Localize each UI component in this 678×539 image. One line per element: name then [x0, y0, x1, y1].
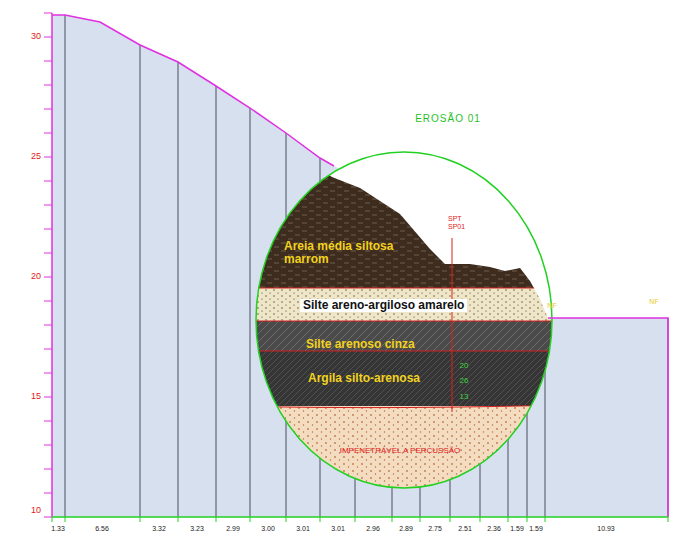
section-line: [65, 15, 66, 517]
y-tick: [44, 205, 52, 206]
dimension: 1.59: [510, 525, 524, 533]
section-line: [250, 108, 251, 517]
x-tick: [320, 517, 321, 522]
layer-name: Silte arenoso cinza: [306, 338, 415, 351]
y-tick: [44, 397, 52, 398]
x-tick: [65, 517, 66, 522]
x-axis: [52, 516, 668, 518]
grey-silt-layer: [230, 321, 600, 351]
y-tick: [44, 445, 52, 446]
y-tick: [44, 37, 52, 38]
dimension: 3.01: [296, 525, 310, 533]
water-level: NF: [547, 302, 556, 310]
dimension: 2.36: [487, 525, 501, 533]
borehole-label: SPT SP01: [448, 215, 468, 230]
axis-value: 30: [31, 32, 41, 42]
axis-value: 10: [31, 506, 41, 516]
spt-line: [452, 238, 453, 412]
dimension: 3.23: [190, 525, 204, 533]
dimension: 1.59: [529, 525, 543, 533]
dimension: 3.00: [261, 525, 275, 533]
layer-name: Argila silto-arenosa: [308, 372, 420, 385]
clay-layer: [230, 351, 600, 406]
x-tick: [420, 517, 421, 522]
section-lines: [65, 15, 668, 517]
x-tick: [216, 517, 217, 522]
erosion-title: EROSÃO 01: [415, 113, 481, 124]
y-tick: [44, 181, 52, 182]
dimension: 2.75: [428, 525, 442, 533]
x-tick: [286, 517, 287, 522]
soil-layers: [230, 150, 600, 506]
y-tick: [44, 229, 52, 230]
y-tick: [44, 517, 52, 518]
section-line: [178, 62, 179, 517]
y-tick: [44, 301, 52, 302]
spt-value: 13: [460, 393, 469, 402]
y-tick: [44, 85, 52, 86]
erosion-circle: [256, 152, 552, 488]
x-tick: [527, 517, 528, 522]
y-tick: [44, 133, 52, 134]
x-tick: [545, 517, 546, 522]
dimension: 2.51: [458, 525, 472, 533]
layer-name: Areia média siltosa marrom: [284, 240, 434, 266]
y-axis: [51, 13, 53, 517]
y-tick: [44, 469, 52, 470]
dimension: 10.93: [597, 525, 615, 533]
terrain-profile: [52, 15, 334, 166]
dimension: 3.32: [152, 525, 166, 533]
dimension: 2.89: [399, 525, 413, 533]
y-tick: [44, 157, 52, 158]
section-line: [216, 86, 217, 517]
axis-value: 25: [31, 152, 41, 162]
terrain-profile-right: [548, 318, 668, 517]
layer-boundaries: [230, 288, 600, 408]
spt-value: 20: [460, 362, 469, 371]
x-tick: [450, 517, 451, 522]
x-tick: [480, 517, 481, 522]
section-line: [140, 45, 141, 517]
y-tick: [44, 277, 52, 278]
x-tick: [668, 517, 669, 522]
layer-name: Silte areno-argiloso amarelo: [300, 299, 467, 312]
y-tick: [44, 373, 52, 374]
y-tick: [44, 493, 52, 494]
x-tick: [52, 517, 53, 522]
x-tick: [508, 517, 509, 522]
x-tick: [355, 517, 356, 522]
water-level: NF: [649, 298, 658, 306]
y-tick: [44, 421, 52, 422]
dimension: 1.33: [51, 525, 65, 533]
x-tick: [140, 517, 141, 522]
layer-name: IMPENETRÁVEL A PERCUSSÃO: [340, 447, 461, 456]
x-tick: [178, 517, 179, 522]
spt-value: 26: [460, 377, 469, 386]
y-tick: [44, 253, 52, 254]
dimension: 2.99: [226, 525, 240, 533]
x-tick: [250, 517, 251, 522]
axis-value: 20: [31, 272, 41, 282]
y-tick: [44, 109, 52, 110]
terrain-fill: [52, 15, 668, 517]
dimension: 6.56: [95, 525, 109, 533]
y-tick: [44, 61, 52, 62]
yellow-silt-layer: [230, 288, 600, 321]
axis-value: 15: [31, 392, 41, 402]
dimension: 2.96: [366, 525, 380, 533]
y-tick: [44, 349, 52, 350]
x-tick: [392, 517, 393, 522]
y-axis-ticks: [44, 13, 52, 517]
y-tick: [44, 325, 52, 326]
y-tick: [44, 13, 52, 14]
dimension: 3.01: [331, 525, 345, 533]
